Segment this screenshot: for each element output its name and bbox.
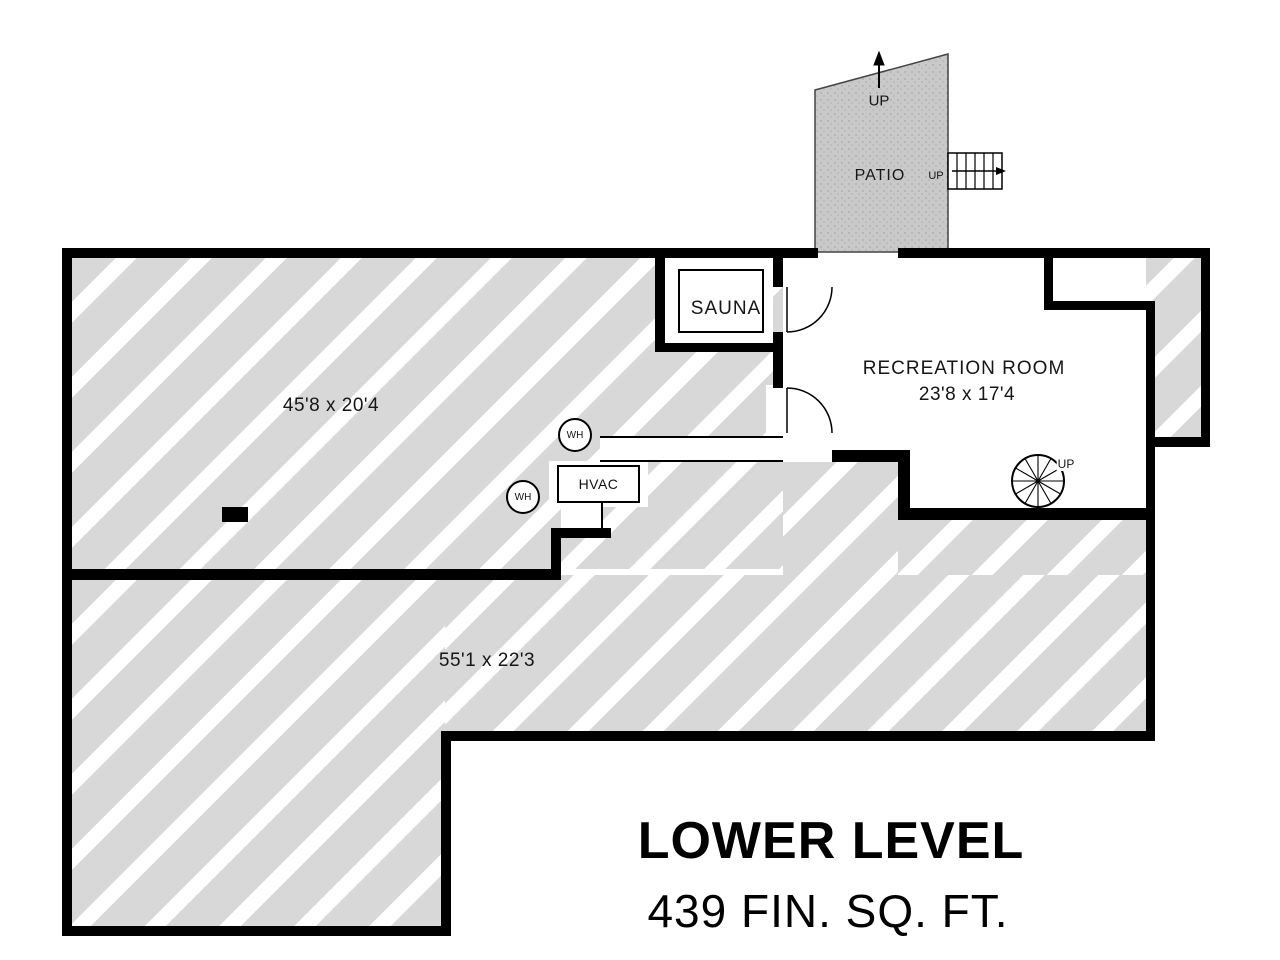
- sauna-name: SAUNA: [690, 298, 762, 319]
- wall-left: [62, 248, 72, 936]
- page-title: LOWER LEVEL: [637, 812, 1025, 870]
- wall-notch-vertical: [1044, 248, 1053, 310]
- water-heater-2: WH: [506, 480, 540, 514]
- wall-right-lower: [1146, 301, 1155, 741]
- patio-up-label: UP: [868, 92, 890, 110]
- hvac-unit: HVAC: [557, 465, 640, 503]
- wall-notch-horizontal: [1044, 301, 1155, 310]
- utility-stub: [561, 503, 603, 529]
- unfinished-area-hatch-below-rec-left: [783, 462, 898, 575]
- wall-rec-bottom-left: [832, 450, 910, 462]
- wall-bottom-mid: [441, 731, 1155, 741]
- recreation-room-floor: [783, 258, 1146, 450]
- hvac-label: HVAC: [578, 476, 619, 492]
- wall-mid-stub: [551, 528, 611, 538]
- lower-area-dimensions: 55'1 x 22'3: [438, 650, 536, 671]
- patio-name: PATIO: [854, 167, 906, 184]
- wall-sauna-left: [655, 248, 665, 352]
- sauna-inner-lining: [678, 269, 764, 333]
- recreation-room-floor-lower: [898, 450, 1146, 508]
- wall-step-vertical: [441, 731, 451, 936]
- wall-bottom-left: [62, 926, 450, 936]
- wall-sauna-bottom: [655, 343, 783, 352]
- patio-shape: [814, 53, 949, 253]
- wall-rec-jog: [898, 450, 910, 520]
- wall-top-right: [898, 248, 1210, 258]
- wall-mid-jog: [551, 528, 561, 580]
- stair-steps-icon: [947, 152, 1006, 190]
- support-post: [222, 507, 248, 522]
- patio-stair-up-label: UP: [928, 170, 944, 182]
- spiral-up-label: UP: [1056, 457, 1076, 471]
- unfinished-area-hatch-right-strip: [1155, 303, 1201, 442]
- wall-mid-divider: [62, 569, 560, 580]
- wall-divider-b: [773, 332, 783, 388]
- water-heater-1: WH: [558, 418, 592, 452]
- unfinished-area-hatch-below-rec-right: [898, 520, 1150, 575]
- water-heater-2-label: WH: [514, 491, 532, 503]
- corridor: [600, 436, 783, 462]
- recreation-room-name: RECREATION ROOM: [862, 358, 1066, 379]
- upper-area-dimensions: 45'8 x 20'4: [282, 395, 380, 416]
- wall-right-upper: [1201, 248, 1210, 447]
- sauna-floor: [665, 258, 773, 343]
- unfinished-area-hatch-lower-mid: [445, 575, 1150, 736]
- patio-up-arrow-icon: [873, 50, 885, 88]
- wall-divider-a: [773, 248, 783, 287]
- recreation-room-dimensions: 23'8 x 17'4: [918, 384, 1016, 405]
- door-opening-patch: [766, 385, 783, 451]
- wall-rec-bottom-right: [898, 508, 1155, 520]
- page-subtitle: 439 FIN. SQ. FT.: [647, 885, 1009, 937]
- water-heater-1-label: WH: [566, 429, 584, 441]
- wall-top-left: [62, 248, 818, 258]
- unfinished-area-hatch-lower-left: [67, 575, 450, 931]
- wall-step-right: [1146, 437, 1210, 447]
